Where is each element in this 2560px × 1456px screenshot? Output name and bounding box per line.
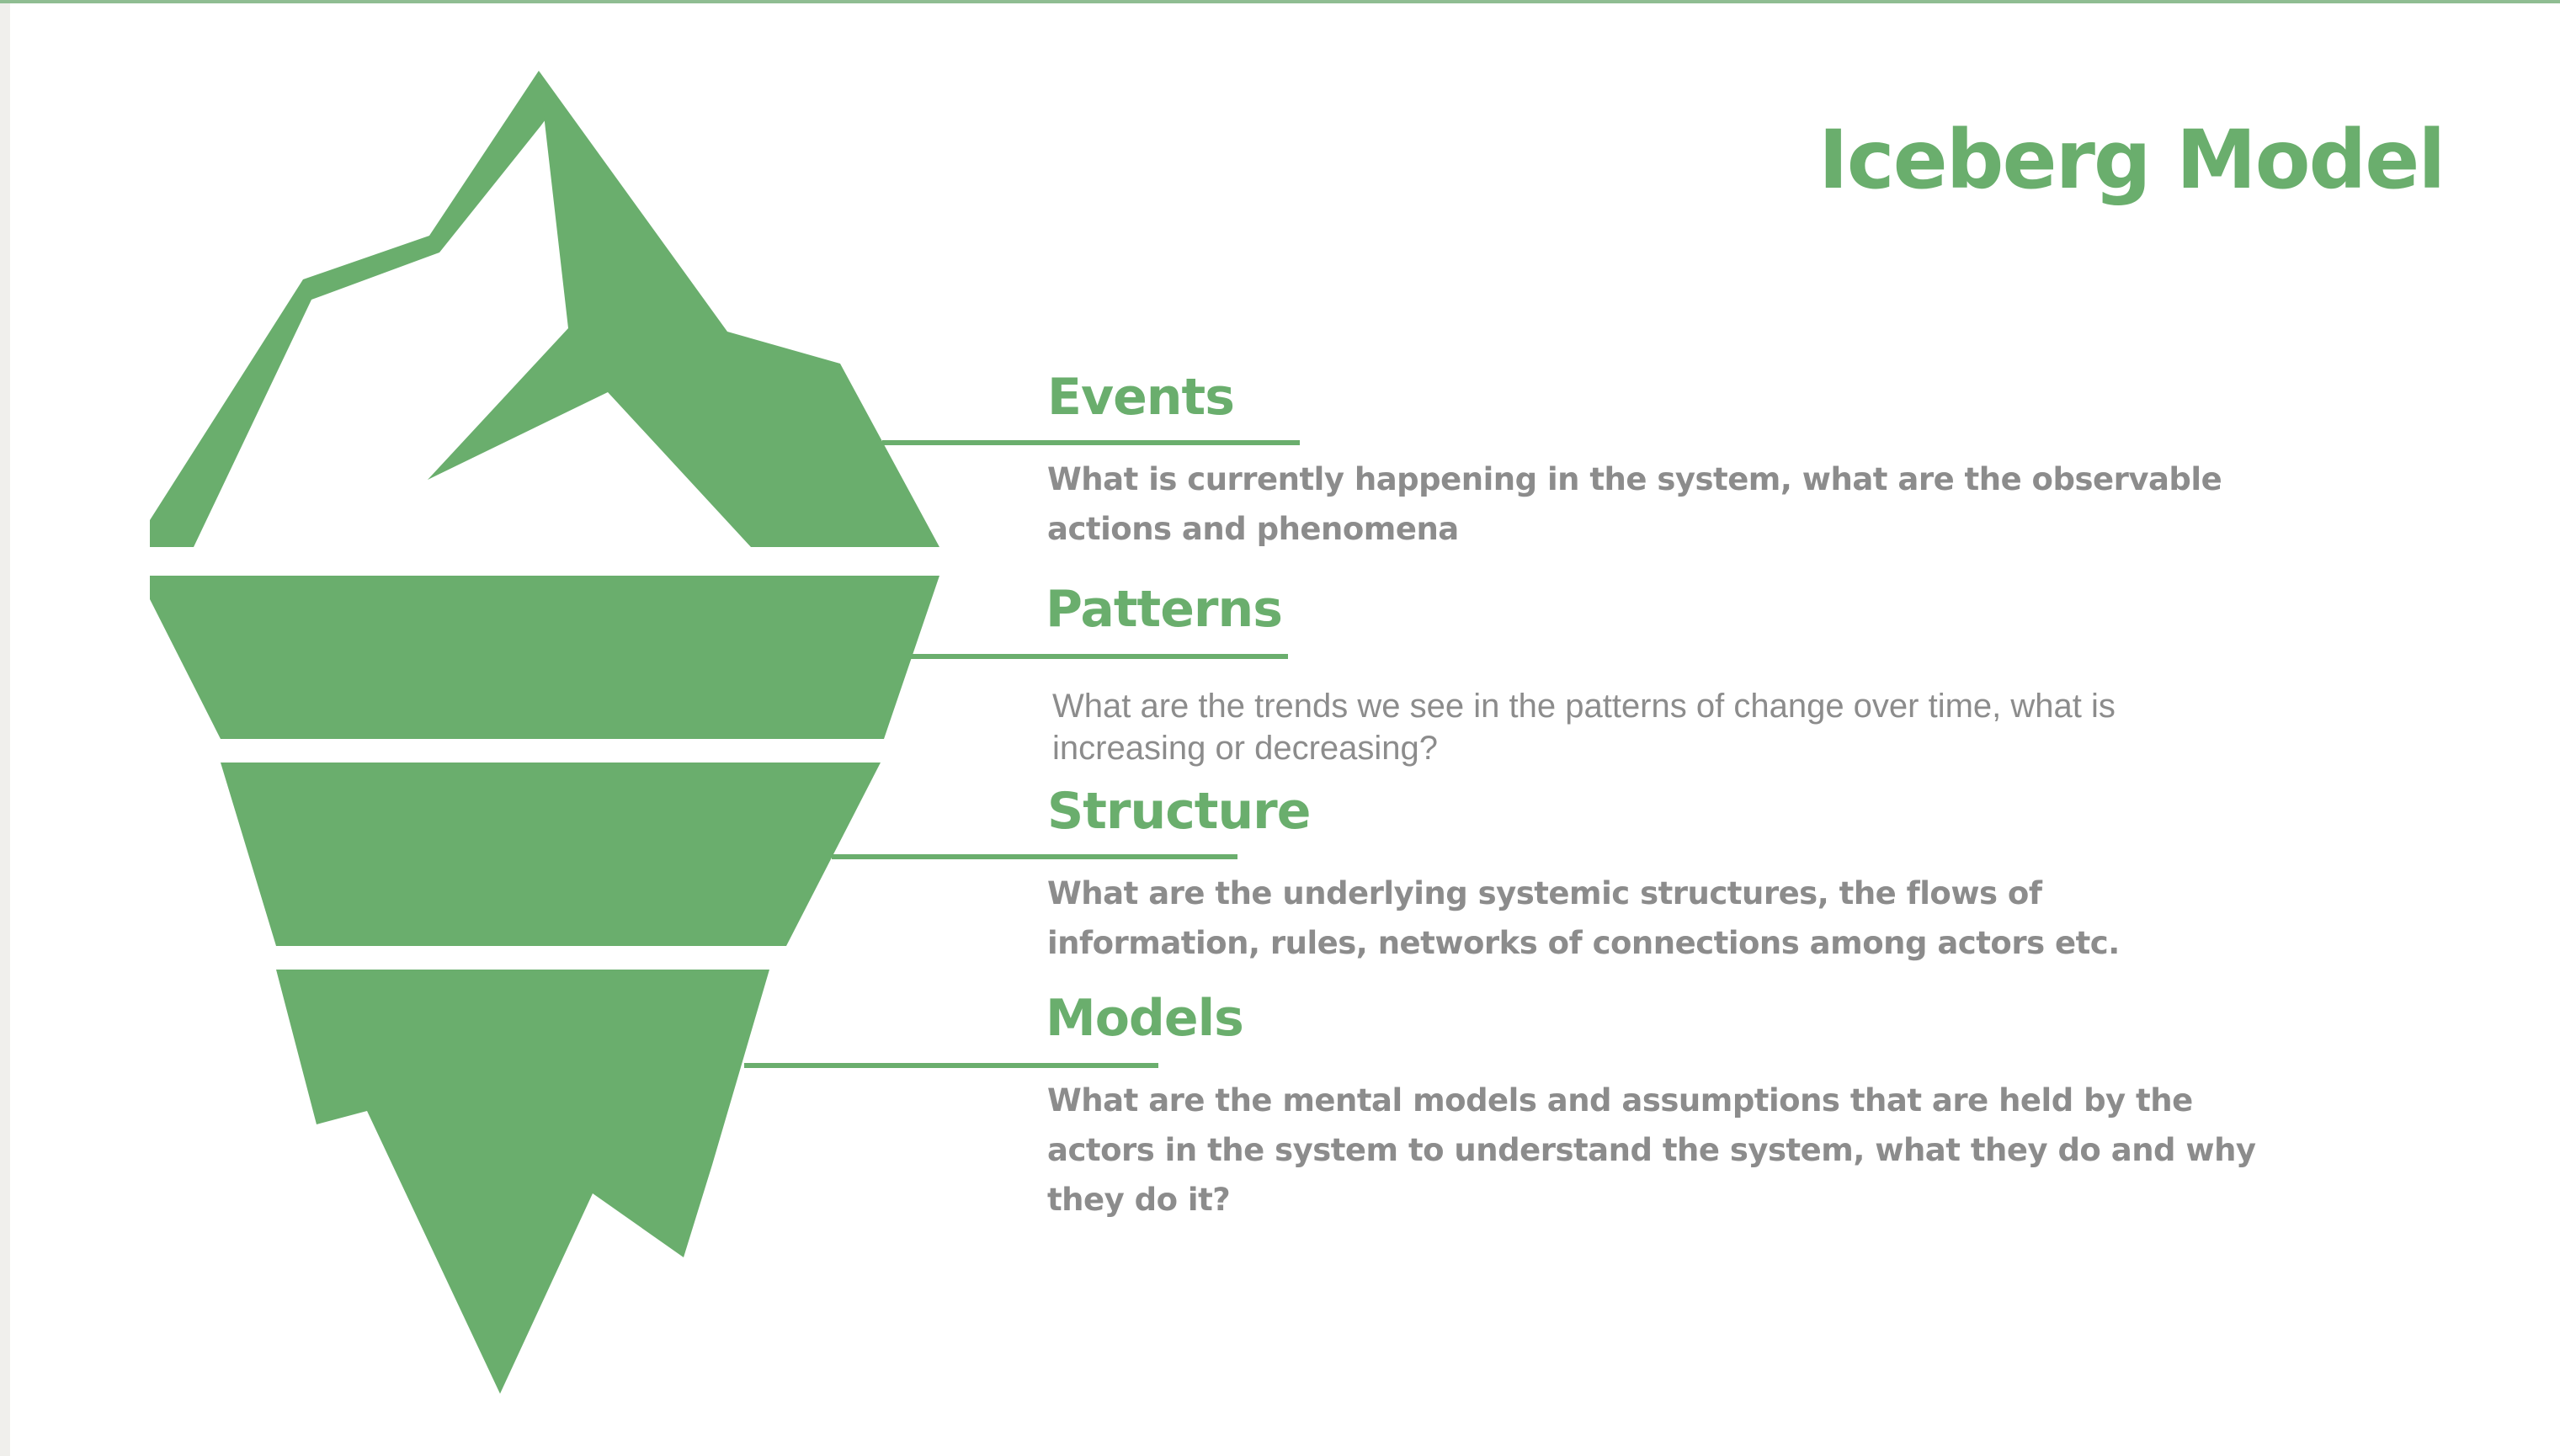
top-border-line [0,0,2560,3]
left-edge-strip [0,0,10,1456]
heading-events: Events [1047,368,1235,427]
heading-patterns: Patterns [1046,580,1283,639]
heading-models: Models [1046,989,1244,1048]
page-title: Iceberg Model [1818,113,2446,207]
description-models: What are the mental models and assumptio… [1047,1082,2256,1218]
iceberg-band-events-pattern [150,576,939,739]
description-structure: What are the underlying systemic structu… [1047,875,2120,961]
description-patterns: What are the trends we see in the patter… [1052,688,2116,767]
iceberg-tip-outline [150,71,546,547]
description-events: What is currently happening in the syste… [1047,461,2222,547]
heading-structure: Structure [1047,782,1311,841]
iceberg-band-structure [221,763,881,946]
iceberg-tip-face [428,71,939,547]
iceberg-band-models [276,970,769,1394]
